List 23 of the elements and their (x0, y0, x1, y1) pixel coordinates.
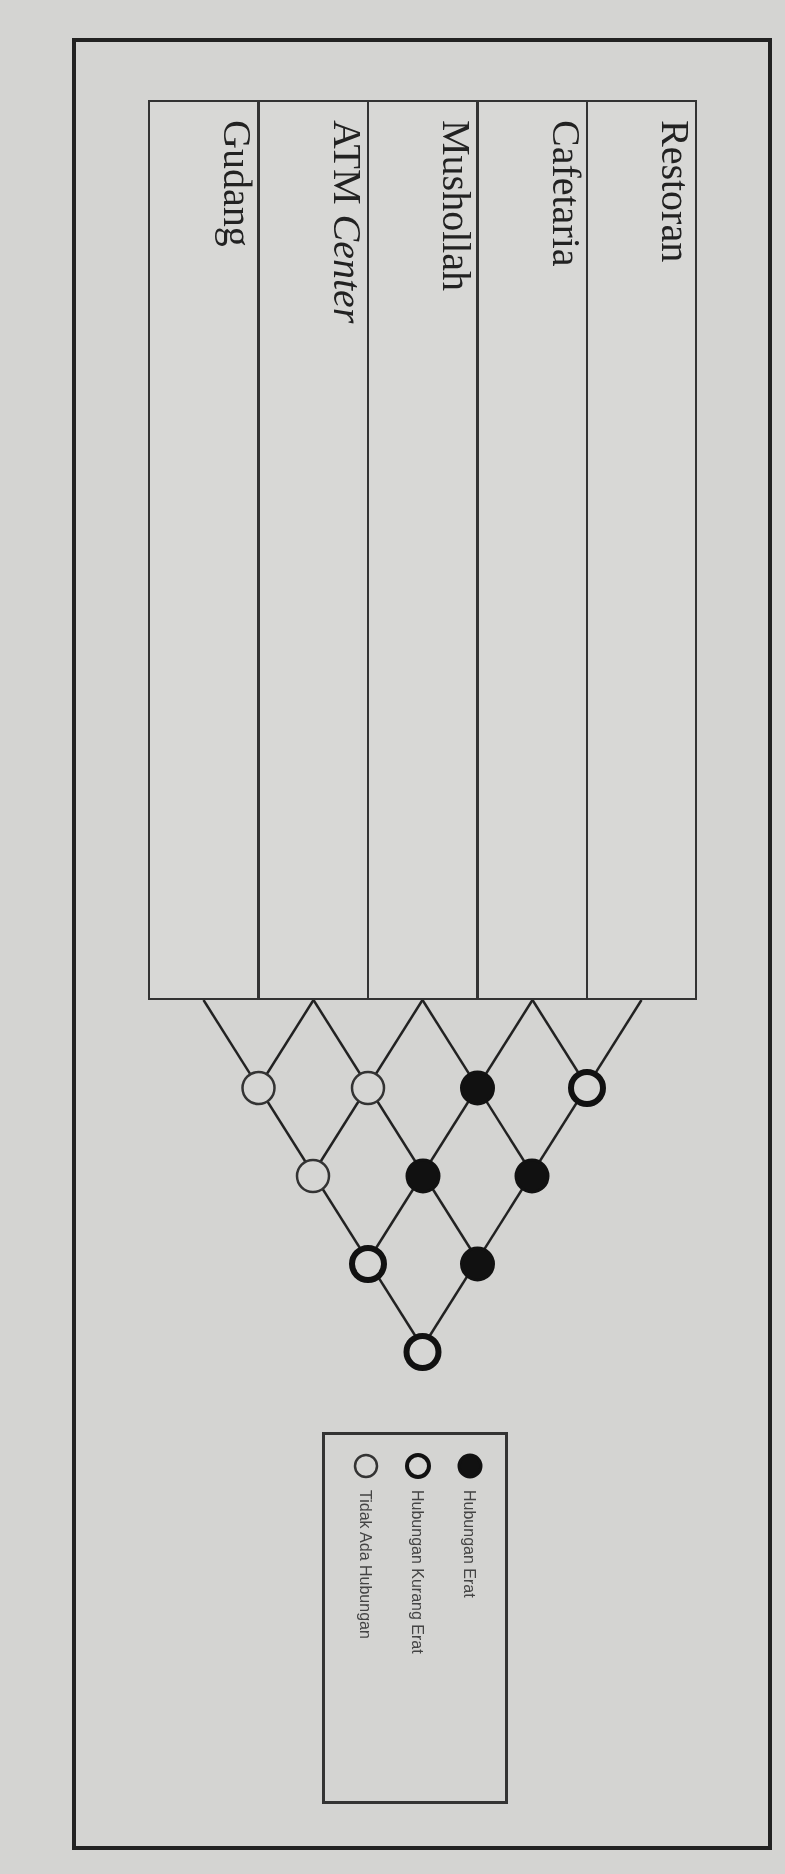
ring-mark (295, 1158, 331, 1194)
filled-circle-mark (405, 1158, 441, 1194)
ring-mark (241, 1070, 276, 1106)
legend-label: Hubungan Kurang Erat (408, 1490, 426, 1654)
ring-mark (403, 1333, 442, 1371)
filled-circle-mark (460, 1246, 495, 1282)
ring-mark (350, 1070, 386, 1106)
activity-label: Cafetaria (546, 120, 586, 267)
activity-row (148, 100, 259, 1000)
activity-label: Gudang (217, 120, 257, 247)
ring-mark (568, 1069, 606, 1107)
activity-row (367, 100, 478, 1000)
activity-label: ATM Center (327, 120, 367, 324)
filled-circle-mark (514, 1158, 550, 1194)
activity-row (477, 100, 588, 1000)
legend-label: Hubungan Erat (460, 1490, 478, 1598)
activity-row (258, 100, 369, 1000)
activity-label: Mushollah (436, 120, 476, 292)
activity-label: Restoran (655, 120, 695, 263)
filled-circle-mark (460, 1070, 495, 1106)
legend-label: Tidak Ada Hubungan (356, 1490, 374, 1639)
activity-row (586, 100, 697, 1000)
ring-mark (349, 1245, 387, 1283)
